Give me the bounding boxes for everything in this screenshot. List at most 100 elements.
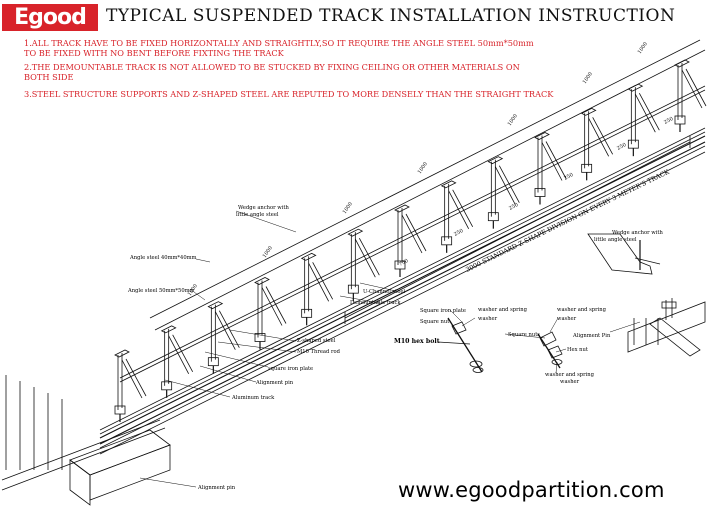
label-leader (359, 282, 397, 292)
t-junction-branch (649, 317, 701, 357)
diagonal-brace (265, 286, 287, 324)
note-3: 3.STEEL STRUCTURE SUPPORTS AND Z-SHAPED … (24, 89, 554, 99)
note-1b: TO BE FIXED WITH NO BENT BEFORE FIXTING … (24, 48, 284, 58)
dimension-values: 1000100010001000100010001000250250250250… (187, 41, 675, 297)
detail-leader (504, 333, 546, 339)
note-1a: 1.ALL TRACK HAVE TO BE FIXED HORIZONTALL… (24, 38, 534, 48)
diagonal-brace (354, 238, 376, 278)
wedge-anchor-plate (114, 349, 130, 358)
label-washer-spring-3a: washer and spring (545, 372, 595, 378)
label-wedge-anchor-left-2: little angle steel (236, 212, 279, 218)
wedge-anchor-plate (300, 252, 317, 261)
wedge-anchor-plate (160, 325, 177, 334)
dimension-value-1000: 1000 (637, 41, 649, 55)
label-leader (217, 341, 297, 353)
detail-leader (461, 317, 476, 327)
label-m10-rod: M10 Thread rod (297, 349, 341, 355)
label-leader (193, 291, 206, 301)
note-2a: 2.THE DEMOUNTABLE TRACK IS NOT ALLOWED T… (24, 62, 520, 72)
label-angle-steel-40: Angle steel 40mm*40mm (129, 255, 197, 261)
dimension-value-1000: 1000 (582, 71, 594, 85)
z-shaped-steel (487, 212, 499, 222)
spring-washer-detail (472, 367, 484, 373)
hex-nut-detail (547, 345, 563, 359)
m10-hex-bolt (447, 317, 483, 373)
label-leader (199, 365, 257, 383)
label-leader (164, 379, 231, 398)
track-rail (99, 131, 706, 435)
label-wedge-anchor-right-1: Wedge anchor with (612, 230, 663, 236)
dimension-value-1000: 1000 (417, 161, 429, 175)
wedge-anchor-plate (254, 277, 270, 285)
diagonal-brace (125, 358, 147, 397)
label-washer-spring-2a: washer and spring (557, 307, 607, 313)
wedge-anchor-plate (580, 107, 597, 116)
label-square-nuts: Square nuts (508, 332, 540, 338)
label-z-shaped: Z-shaped steel (297, 338, 336, 344)
track-rail (99, 145, 706, 449)
note-2b: BOTH SIDE (24, 72, 74, 82)
corner-frame-side (69, 459, 91, 506)
label-washer-spring-3b: washer (560, 379, 580, 385)
label-leader (204, 351, 269, 368)
diagonal-brace (494, 166, 516, 205)
u-channel-rail (119, 85, 706, 379)
bolt-leader (437, 341, 471, 345)
label-angle-steel-50: Angle steel 50mm*50mm (127, 288, 195, 294)
diagonal-brace (634, 93, 656, 133)
label-u-channel: U-Channel steel (363, 289, 405, 295)
corner-rail (1, 419, 161, 481)
dimension-value-250: 250 (563, 172, 574, 182)
diagonal-brace (685, 68, 707, 107)
z-shaped-steel (301, 308, 313, 318)
dimension-line-top (149, 39, 701, 319)
wedge-anchor-plate (534, 132, 550, 140)
square-nuts-detail (539, 331, 557, 347)
diagonal-brace (541, 142, 563, 181)
wedge-anchor-detail (587, 233, 653, 275)
label-leader (139, 477, 197, 488)
track-rail (99, 127, 706, 431)
wedge-anchor-plate (207, 301, 224, 310)
label-hex-nut: Hex nut (567, 347, 589, 353)
label-washer-spring-1b: washer (478, 316, 498, 322)
diagonal-brace (218, 310, 240, 348)
corner-frame-top (69, 429, 171, 476)
diagonal-brace (214, 311, 236, 350)
diagonal-brace (401, 214, 423, 254)
dimension-value-250: 250 (508, 202, 519, 212)
z-shaped-steel (534, 188, 546, 197)
dimension-value-1000: 1000 (507, 113, 519, 127)
egood-logo: Egood (2, 4, 98, 31)
dimension-value-1000: 1000 (262, 245, 274, 259)
dimension-line-3000 (344, 141, 691, 319)
label-alignment-pin-right: Alignment Pin (572, 333, 611, 339)
diagonal-brace (121, 359, 143, 399)
dimension-line-top-2 (154, 49, 706, 331)
detail-leader (549, 317, 559, 333)
square-nut-bolt (537, 333, 561, 369)
diagonal-brace (498, 165, 520, 203)
diagonal-brace (312, 262, 334, 300)
diagonal-brace (168, 335, 190, 375)
detail-leader (555, 361, 558, 374)
label-wedge-anchor-left-1: Wedge anchor with (238, 205, 289, 211)
diagonal-brace (172, 334, 194, 373)
z-shaped-steel (627, 139, 639, 149)
z-shaped-steel (581, 163, 593, 173)
label-demountable: Demountable track (350, 300, 401, 306)
diagonal-brace (261, 287, 283, 326)
wedge-anchor-plate-line (634, 257, 661, 265)
z-shaped-steel (114, 405, 126, 415)
z-shaped-steel (207, 357, 219, 367)
track-rail (99, 151, 706, 455)
page-title: TYPICAL SUSPENDED TRACK INSTALLATION INS… (106, 6, 676, 26)
detail-leader (555, 348, 567, 353)
diagonal-brace (308, 263, 330, 302)
label-alignment-pin-bottom: Alignment pin (197, 485, 236, 491)
square-nut-detail (451, 321, 467, 335)
track-rail (99, 141, 706, 445)
diagonal-brace (358, 237, 380, 276)
diagonal-brace (588, 118, 610, 157)
